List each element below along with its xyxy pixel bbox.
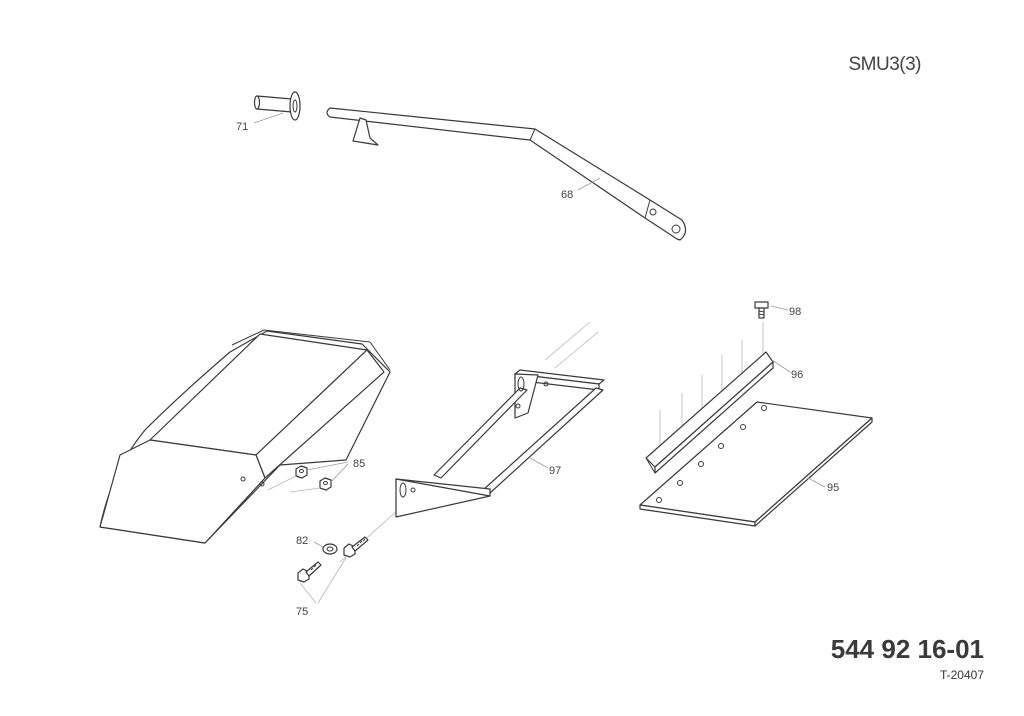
leader-96 (771, 359, 791, 373)
leader-82 (313, 541, 324, 548)
leader-95 (807, 477, 826, 488)
part-68-handle-bar (326, 107, 687, 241)
leader-98 (770, 305, 789, 311)
callout-96: 96 (791, 369, 803, 381)
drawing-number: T-20407 (939, 668, 984, 682)
part-75-bolts (297, 536, 369, 583)
callout-75: 75 (296, 606, 308, 618)
page-id: SMU3(3) (848, 54, 921, 75)
part-71-handle-grip (253, 91, 301, 121)
callout-71: 71 (236, 121, 248, 133)
callout-68: 68 (561, 189, 573, 201)
leader-68 (577, 177, 601, 191)
leader-85 (306, 461, 349, 483)
leader-71 (253, 112, 284, 124)
callout-98: 98 (789, 306, 801, 318)
part-97-frame-bracket (395, 369, 605, 518)
leader-97 (529, 457, 549, 469)
callout-95: 95 (827, 482, 839, 494)
part-number: 544 92 16-01 (830, 634, 984, 664)
assembly-guides-85 (267, 475, 321, 493)
part-95-plate (639, 401, 873, 527)
callout-85: 85 (353, 458, 365, 470)
assembly-guides-75 (299, 555, 348, 604)
part-98-screw (754, 301, 769, 319)
callout-82: 82 (296, 535, 308, 547)
part-85-nuts (295, 465, 332, 491)
part-96-angle-strip (645, 351, 774, 474)
callout-97: 97 (549, 465, 561, 477)
part-82-washer (322, 543, 338, 555)
deflector-housing (99, 329, 391, 544)
